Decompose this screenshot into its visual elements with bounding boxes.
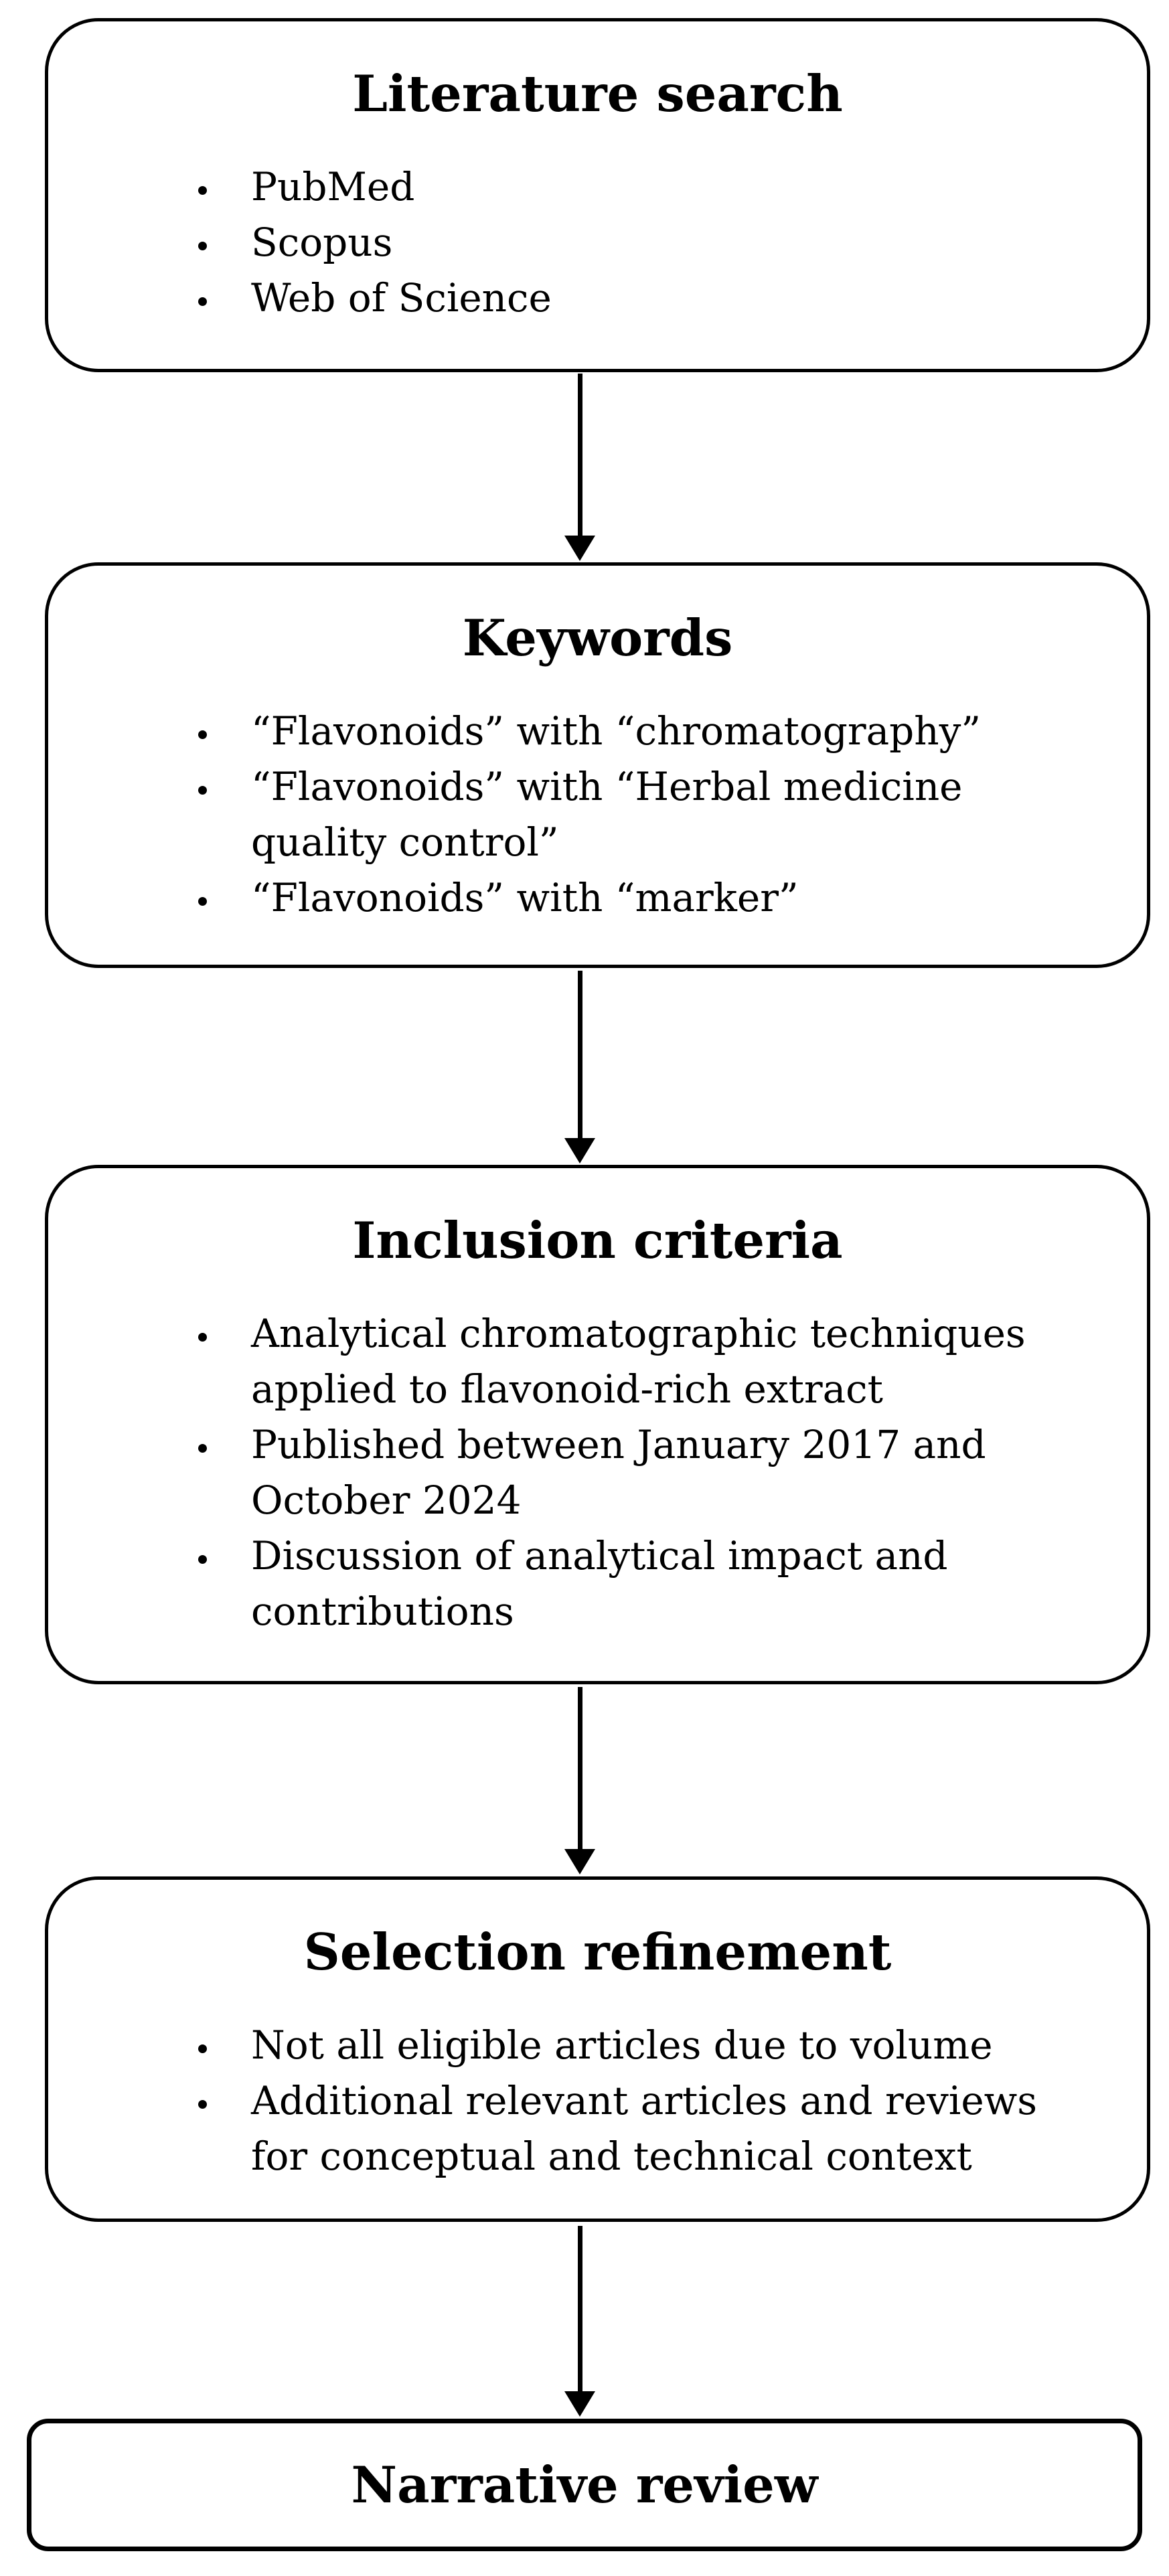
bullet-item: “Flavonoids” with “Herbal medicine quali… [198, 759, 1147, 870]
bullet-list: PubMed Scopus Web of Science [48, 159, 1147, 326]
flow-box-selection-refinement: Selection refinement Not all eligible ar… [45, 1876, 1150, 2222]
arrow-shaft [577, 374, 582, 536]
arrow-shaft [577, 1687, 582, 1849]
bullet-item: Scopus [198, 215, 1147, 270]
flow-arrow [562, 2226, 597, 2417]
bullet-item: Published between January 2017 and Octob… [198, 1417, 1147, 1528]
flow-arrow [562, 1687, 597, 1874]
bullet-dot-icon [198, 786, 207, 795]
bullet-dot-icon [198, 186, 207, 195]
bullet-list: Analytical chromatographic techniques ap… [48, 1306, 1147, 1639]
bullet-text: Published between January 2017 and Octob… [251, 1422, 986, 1524]
arrow-shaft [577, 2226, 582, 2391]
bullet-item: “Flavonoids” with “marker” [198, 870, 1147, 926]
bullet-list: “Flavonoids” with “chromatography” “Flav… [48, 704, 1147, 926]
bullet-text: “Flavonoids” with “chromatography” [251, 708, 982, 754]
bullet-text: Not all eligible articles due to volume [251, 2022, 993, 2069]
bullet-dot-icon [198, 1555, 207, 1564]
bullet-dot-icon [198, 1333, 207, 1342]
bullet-text: “Flavonoids” with “Herbal medicine quali… [251, 764, 963, 866]
bullet-text: PubMed [251, 164, 415, 210]
box-title: Literature search [352, 64, 843, 123]
bullet-dot-icon [198, 730, 207, 740]
bullet-dot-icon [198, 297, 207, 307]
flow-box-keywords: Keywords “Flavonoids” with “chromatograp… [45, 562, 1150, 968]
box-title: Keywords [462, 609, 733, 667]
bullet-item: Not all eligible articles due to volume [198, 2018, 1147, 2073]
arrowhead-down-icon [564, 1849, 595, 1874]
bullet-dot-icon [198, 2044, 207, 2054]
bullet-text: “Flavonoids” with “marker” [251, 875, 799, 921]
bullet-item: PubMed [198, 159, 1147, 215]
bullet-text: Web of Science [251, 275, 552, 321]
flow-box-inclusion-criteria: Inclusion criteria Analytical chromatogr… [45, 1165, 1150, 1684]
flow-box-narrative-review: Narrative review [27, 2419, 1142, 2551]
arrowhead-down-icon [564, 536, 595, 561]
bullet-text: Analytical chromatographic techniques ap… [251, 1311, 1026, 1413]
bullet-item: Discussion of analytical impact and cont… [198, 1528, 1147, 1639]
box-title: Narrative review [351, 2455, 818, 2514]
flow-arrow [562, 971, 597, 1163]
arrowhead-down-icon [564, 2391, 595, 2417]
flow-box-literature-search: Literature search PubMed Scopus Web of S… [45, 18, 1150, 372]
bullet-dot-icon [198, 1444, 207, 1453]
bullet-item: Web of Science [198, 270, 1147, 326]
box-title: Selection refinement [303, 1923, 892, 1982]
bullet-item: Additional relevant articles and reviews… [198, 2073, 1147, 2184]
bullet-item: Analytical chromatographic techniques ap… [198, 1306, 1147, 1417]
arrow-shaft [577, 971, 582, 1138]
box-title: Inclusion criteria [352, 1211, 843, 1270]
bullet-text: Scopus [251, 220, 393, 266]
bullet-text: Additional relevant articles and reviews… [251, 2078, 1038, 2180]
arrowhead-down-icon [564, 1138, 595, 1163]
bullet-list: Not all eligible articles due to volume … [48, 2018, 1147, 2184]
bullet-dot-icon [198, 242, 207, 251]
bullet-dot-icon [198, 2100, 207, 2109]
bullet-item: “Flavonoids” with “chromatography” [198, 704, 1147, 759]
bullet-text: Discussion of analytical impact and cont… [251, 1533, 948, 1635]
flow-arrow [562, 374, 597, 561]
bullet-dot-icon [198, 897, 207, 906]
